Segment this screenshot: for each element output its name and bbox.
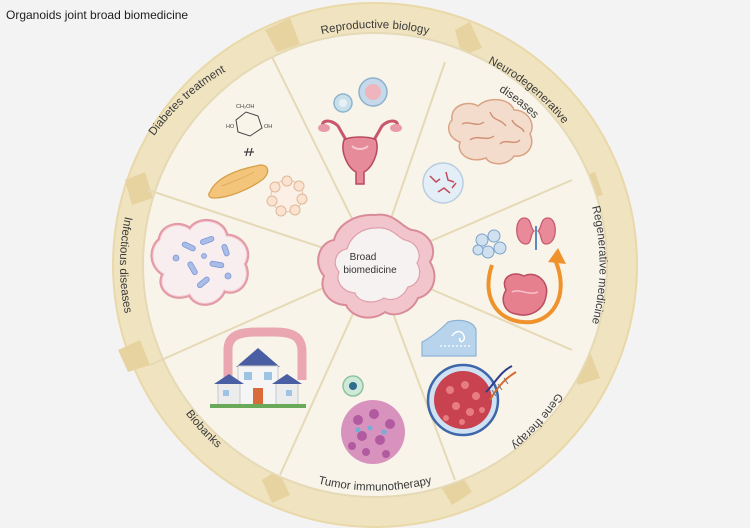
dna-helix-icon <box>485 365 517 401</box>
islet-organoid-icon <box>266 175 308 217</box>
regeneration-arrow-icon <box>486 261 563 325</box>
molecule-label-ch2oh: CH₂OH <box>236 104 254 110</box>
segment-infectious-diseases: Infectious diseases <box>117 216 250 315</box>
page-title: Organoids joint broad biomedicine <box>6 8 189 22</box>
segment-tumor-immunotherapy: Tumor immunotherapy <box>317 375 433 494</box>
egg-cells-icon <box>333 77 388 113</box>
tumor-organoid-icon <box>426 363 500 437</box>
molecule-label-oh: OH <box>264 124 272 130</box>
segment-reproductive-biology: Reproductive biology <box>318 19 431 185</box>
house-icon <box>210 348 306 408</box>
segment-regenerative-medicine: Regenerative medicine <box>472 205 609 325</box>
vector-syringe-icon <box>421 319 477 357</box>
hub-label-line2: biomedicine <box>343 265 397 276</box>
molecule-label-ho: HO <box>226 124 235 130</box>
hub-organoid: Broad biomedicine <box>317 213 436 319</box>
arrow-head-icon <box>548 248 566 264</box>
immune-cell-icon <box>342 375 364 397</box>
equilibrium-arrow-icon <box>244 147 254 157</box>
intestinal-arch-icon <box>223 327 307 380</box>
segment-biobanks: Biobanks <box>183 327 307 451</box>
uterus-icon <box>318 119 402 185</box>
cell-cluster-icon <box>472 229 507 259</box>
pancreas-icon <box>208 164 269 199</box>
hub-label-line1: Broad <box>350 252 377 263</box>
ring-tabs <box>118 18 603 505</box>
brain-icon <box>447 98 533 165</box>
kidney-icon <box>516 217 556 250</box>
infected-organoid-icon <box>150 219 250 306</box>
tumor-cells-icon <box>341 400 405 464</box>
outer-ring-edge <box>112 2 638 528</box>
glucose-molecule-icon: CH₂OH HO OH <box>226 104 272 157</box>
stomach-icon <box>502 273 548 316</box>
brain-organoid-icon <box>422 162 464 204</box>
segment-label-infectious-diseases: Infectious diseases <box>117 216 134 315</box>
